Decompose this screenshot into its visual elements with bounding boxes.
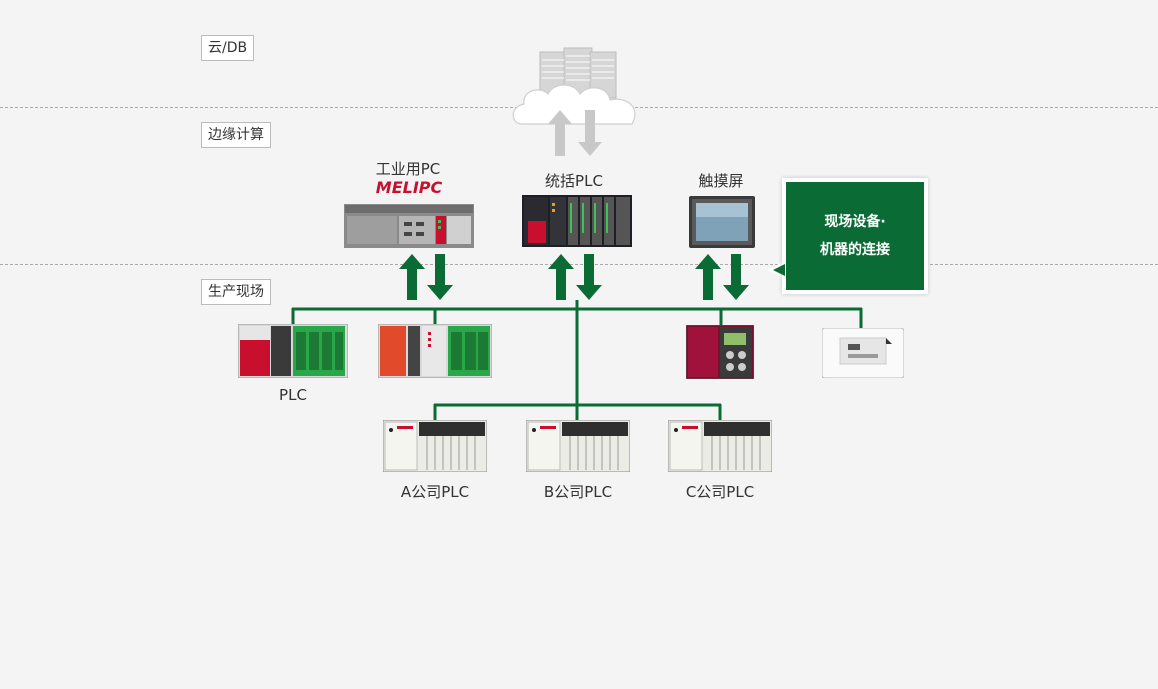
callout-line-2: 机器的连接 <box>820 242 890 258</box>
layer-tag-cloud: 云/DB <box>201 35 255 61</box>
plc-label: PLC <box>279 386 307 404</box>
cloud-sync-arrows-icon <box>548 110 602 156</box>
edge-arrows-right-icon <box>695 254 749 300</box>
industrial-pc-label: 工业用PC <box>375 160 441 178</box>
company-b-plc-label: B公司PLC <box>543 483 613 501</box>
melipc-logo: MELIPC <box>375 178 443 197</box>
edge-arrows-center-icon <box>548 254 602 300</box>
touch-panel-device-image <box>689 196 755 248</box>
unified-plc-label: 统括PLC <box>545 172 603 190</box>
unified-plc-device-image <box>522 195 632 247</box>
field-plc-4-device-image <box>822 328 904 378</box>
callout-content: 现场设备· 机器的连接 <box>786 182 924 290</box>
callout-pointer-inner <box>773 264 785 276</box>
company-b-plc-device-image <box>526 420 630 472</box>
touch-panel-label: 触摸屏 <box>698 172 744 190</box>
layer-tag-field: 生产现场 <box>201 279 271 305</box>
callout-line-1: 现场设备· <box>824 214 886 230</box>
company-a-plc-device-image <box>383 420 487 472</box>
company-c-plc-label: C公司PLC <box>685 483 755 501</box>
industrial-pc-device-image <box>344 204 474 248</box>
edge-arrows-left-icon <box>399 254 453 300</box>
company-a-plc-label: A公司PLC <box>400 483 470 501</box>
cloud-server-icon <box>512 47 636 125</box>
layer-tag-edge: 边缘计算 <box>201 122 271 148</box>
edge-field-divider <box>0 264 1158 265</box>
callout-box: 现场设备· 机器的连接 <box>782 178 928 294</box>
company-c-plc-device-image <box>668 420 772 472</box>
field-plc-2-device-image <box>378 324 492 378</box>
field-plc-3-device-image <box>686 325 754 379</box>
field-plc-1-device-image <box>238 324 348 378</box>
